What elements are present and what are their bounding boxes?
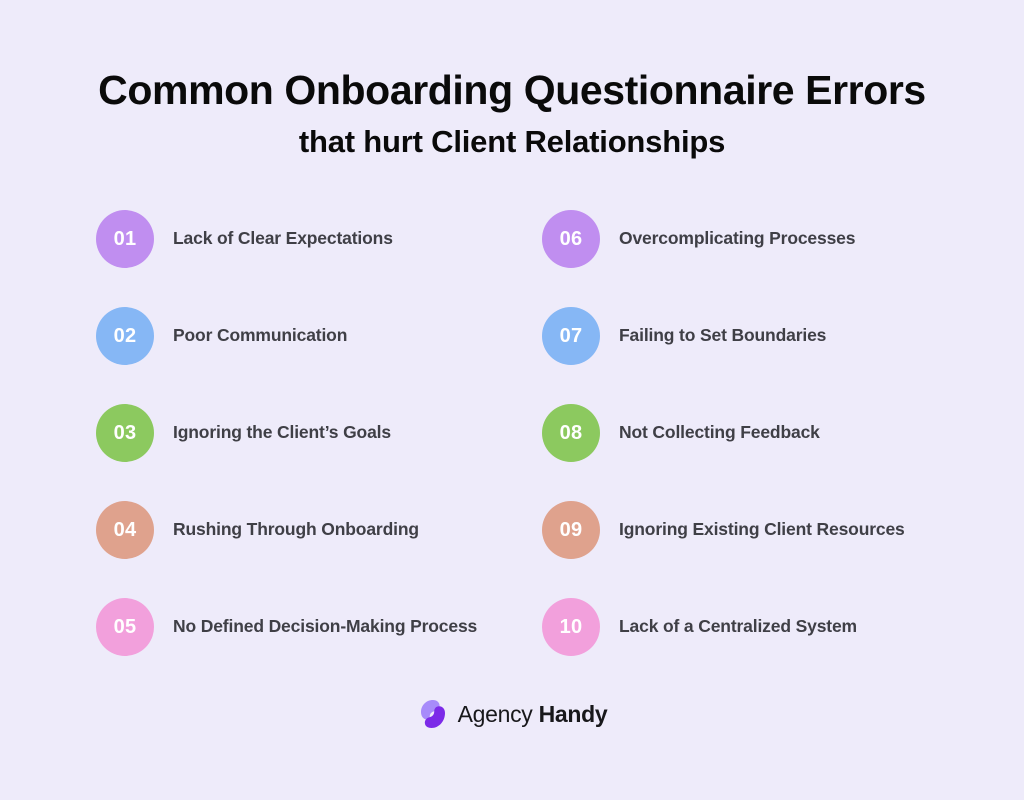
item-number-badge: 02 <box>96 307 154 365</box>
item-number-badge: 08 <box>542 404 600 462</box>
header: Common Onboarding Questionnaire Errors t… <box>0 0 1024 161</box>
item-label: Ignoring Existing Client Resources <box>619 519 905 540</box>
item-label: Not Collecting Feedback <box>619 422 820 443</box>
item-label: Lack of a Centralized System <box>619 616 857 637</box>
item-label: No Defined Decision-Making Process <box>173 616 478 637</box>
list-item: 04 Rushing Through Onboarding <box>96 501 542 559</box>
item-label: Failing to Set Boundaries <box>619 325 827 346</box>
list-item: 09 Ignoring Existing Client Resources <box>542 501 988 559</box>
brand-name-second: Handy <box>538 700 608 727</box>
page-title-line2: that hurt Client Relationships <box>298 124 726 160</box>
brand-name-first: Agency <box>457 700 533 727</box>
list-item: 03 Ignoring the Client’s Goals <box>96 404 542 462</box>
agency-handy-logo-icon <box>420 700 445 728</box>
item-number-badge: 04 <box>96 501 154 559</box>
item-label: Rushing Through Onboarding <box>173 519 419 540</box>
list-item: 01 Lack of Clear Expectations <box>96 210 542 268</box>
list-item: 10 Lack of a Centralized System <box>542 598 988 656</box>
item-label: Overcomplicating Processes <box>619 228 856 249</box>
footer-branding: Agency Handy <box>0 698 1024 730</box>
item-label: Ignoring the Client’s Goals <box>173 422 391 443</box>
item-label: Lack of Clear Expectations <box>173 228 393 249</box>
list-item: 06 Overcomplicating Processes <box>542 210 988 268</box>
item-label: Poor Communication <box>173 325 348 346</box>
item-number-badge: 09 <box>542 501 600 559</box>
list-item: 02 Poor Communication <box>96 307 542 365</box>
item-number-badge: 01 <box>96 210 154 268</box>
item-number-badge: 05 <box>96 598 154 656</box>
item-number-badge: 07 <box>542 307 600 365</box>
error-list: 01 Lack of Clear Expectations 06 Overcompli… <box>96 210 976 695</box>
list-item: 05 No Defined Decision-Making Process <box>96 598 542 656</box>
item-number-badge: 03 <box>96 404 154 462</box>
page-title-line1: Common Onboarding Questionnaire Errors <box>98 67 926 113</box>
brand-name: Agency Handy <box>457 700 608 727</box>
item-number-badge: 10 <box>542 598 600 656</box>
list-item: 08 Not Collecting Feedback <box>542 404 988 462</box>
list-item: 07 Failing to Set Boundaries <box>542 307 988 365</box>
item-number-badge: 06 <box>542 210 600 268</box>
